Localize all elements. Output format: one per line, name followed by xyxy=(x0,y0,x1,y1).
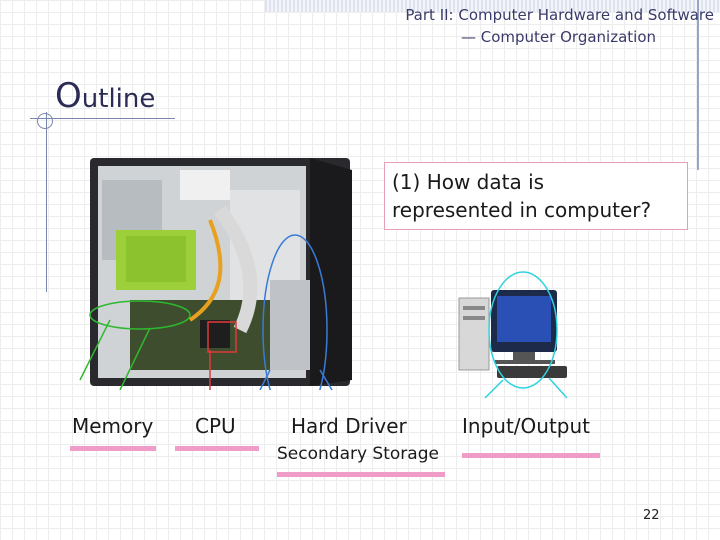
slide-title-initial: O xyxy=(55,76,82,116)
memory-underline xyxy=(70,446,156,451)
io-callout xyxy=(488,271,558,389)
question-box xyxy=(384,162,688,230)
hard-driver-label: Hard Driver xyxy=(291,414,407,438)
input-output-label: Input/Output xyxy=(462,414,590,438)
secondary-storage-label: Secondary Storage xyxy=(277,444,439,464)
memory-callout xyxy=(89,300,191,330)
io-underline xyxy=(462,453,600,458)
cpu-underline xyxy=(175,446,259,451)
question-text: (1) How data is represented in computer? xyxy=(392,170,652,222)
storage-underline xyxy=(277,472,445,477)
cpu-label: CPU xyxy=(195,414,236,438)
title-underline xyxy=(30,118,175,119)
right-decor-line xyxy=(697,0,699,170)
slide-number: 22 xyxy=(643,508,660,523)
cpu-callout xyxy=(207,321,237,353)
top-decor-band xyxy=(265,0,720,12)
header-subtitle: — Computer Organization xyxy=(461,28,656,46)
hard-drive-callout xyxy=(262,234,328,390)
crosshair-decor xyxy=(37,113,53,129)
computer-tower-image xyxy=(79,158,352,390)
slide-title-rest: utline xyxy=(81,84,156,114)
left-decor-line xyxy=(46,112,47,292)
memory-label: Memory xyxy=(72,414,154,438)
desktop-computer-image xyxy=(458,271,568,399)
header-title: Part II: Computer Hardware and Software xyxy=(405,6,714,24)
slide-title: Outline xyxy=(55,76,155,116)
